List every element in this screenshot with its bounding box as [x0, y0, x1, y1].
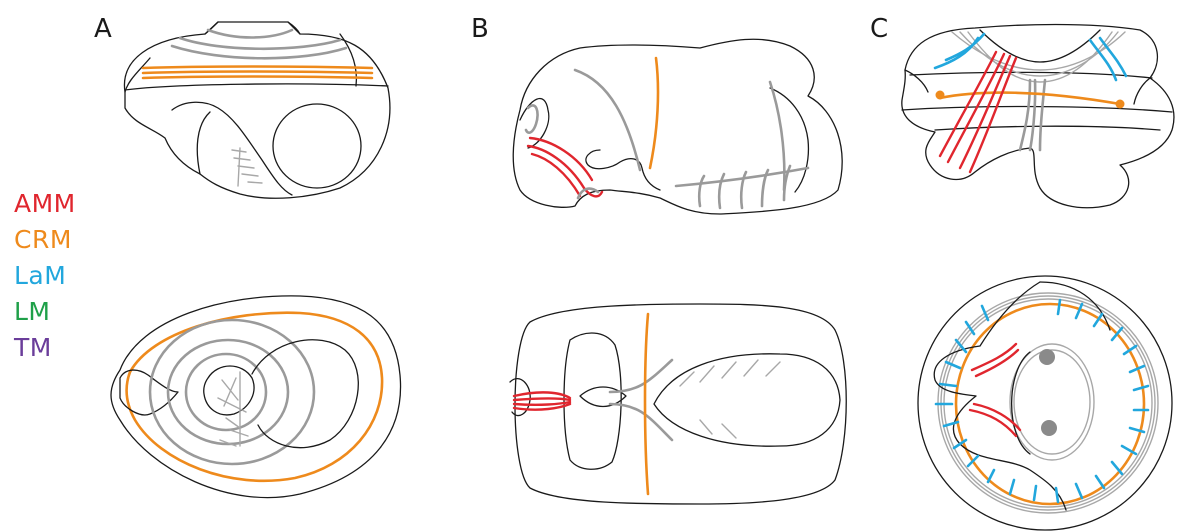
panel-b-top-view: [510, 304, 846, 504]
lam-radial-lines: [936, 300, 1148, 502]
panel-b-lateral-view: [513, 39, 842, 214]
panel-c-oblique-view: [902, 25, 1174, 208]
panel-c-top-view: [918, 276, 1172, 530]
panel-a-top-view: [111, 296, 401, 498]
panel-a-lateral-view: [124, 22, 389, 198]
